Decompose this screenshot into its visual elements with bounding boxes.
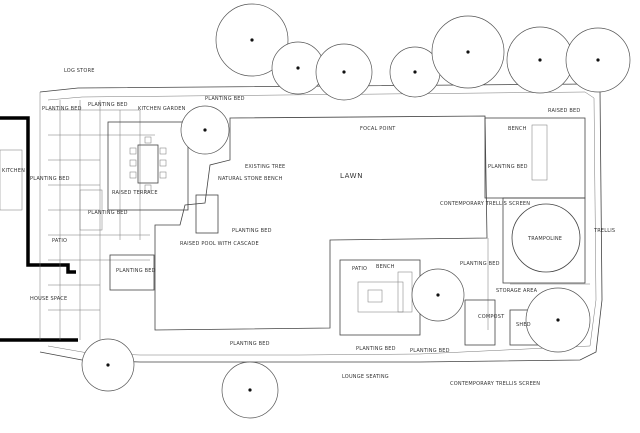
house-walls [0,116,78,342]
label-storage-area: STORAGE AREA [496,288,538,294]
label-planting-bed-house: PLANTING BED [30,176,70,182]
label-lounge-seating: LOUNGE SEATING [342,374,389,380]
right-features [464,117,590,346]
label-lawn: LAWN [340,172,363,180]
label-trellis: TRELLIS [593,228,615,234]
label-contemporary-trellis-top: CONTEMPORARY TRELLIS SCREEN [440,201,530,207]
label-focal-point: FOCAL POINT [360,126,396,132]
label-patio: PATIO [352,266,367,272]
raised-terrace [107,121,189,211]
label-contemporary-trellis-bottom: CONTEMPORARY TRELLIS SCREEN [450,381,540,387]
label-planting-bed-mid: PLANTING BED [232,228,272,234]
plan-labels: LOG STORE PLANTING BED KITCHEN GARDEN PL… [2,68,615,387]
lawn-area [154,115,488,331]
raised-pool [79,189,219,291]
label-planting-bed-small: PLANTING BED [410,348,450,354]
label-patio-left: PATIO [52,238,67,244]
label-natural-stone-bench: NATURAL STONE BENCH [218,176,283,182]
label-planting-bed-bottom-center: PLANTING BED [356,346,396,352]
label-raised-bed: RAISED BED [548,108,580,114]
label-kitchen: KITCHEN [2,168,25,174]
label-planting-bed-right: PLANTING BED [488,164,528,170]
trees [81,3,631,419]
label-raised-pool: RAISED POOL WITH CASCADE [180,241,259,247]
label-compost: COMPOST [478,314,505,320]
label-house-space: HOUSE SPACE [30,296,67,302]
label-planting-bed-pond: PLANTING BED [205,96,245,102]
label-bench: BENCH [508,126,527,132]
label-shed: SHED [516,322,531,328]
label-bench-lower: BENCH [376,264,395,270]
label-planting-bed: PLANTING BED [88,102,128,108]
label-planting-bed-left: PLANTING BED [88,210,128,216]
label-planting-bed-top-left: PLANTING BED [42,106,82,112]
label-log-store: LOG STORE [64,68,95,74]
label-planting-bed-lower: PLANTING BED [460,261,500,267]
label-trampoline: TRAMPOLINE [527,236,562,242]
label-planting-bed-left-low: PLANTING BED [116,268,156,274]
paving-area [48,100,155,340]
label-raised-terrace: RAISED TERRACE [112,190,158,196]
label-existing-tree: EXISTING TREE [245,164,285,170]
lounge-patio [339,259,421,336]
label-kitchen-garden: KITCHEN GARDEN [138,106,186,112]
label-planting-bed-bottom: PLANTING BED [230,341,270,347]
